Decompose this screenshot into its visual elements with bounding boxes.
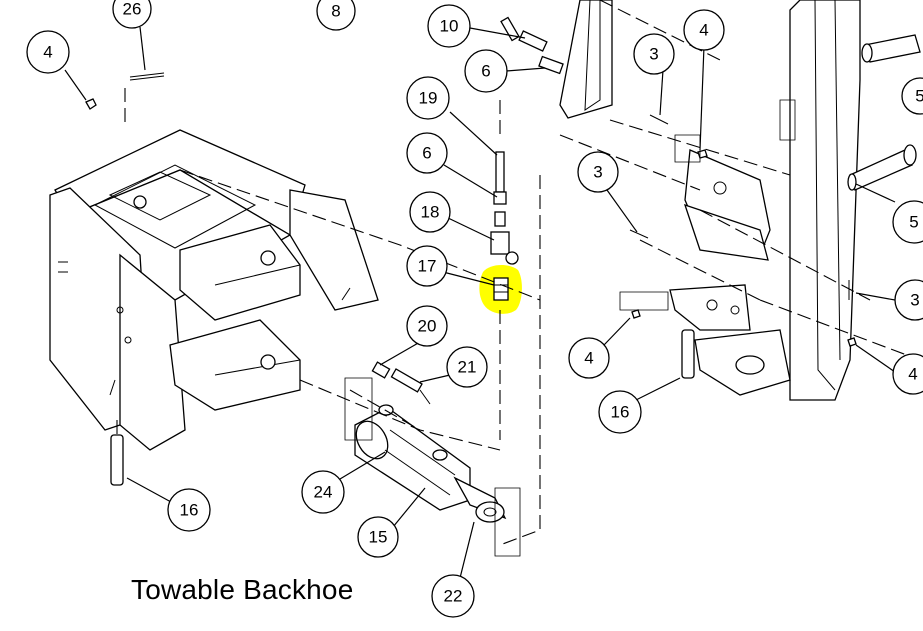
callout-label: 21 [458, 358, 477, 377]
callout-4b: 4 [683, 9, 725, 51]
callout-16a: 16 [598, 390, 642, 434]
callout-6b: 6 [406, 132, 448, 174]
callout-5b: 5 [901, 77, 923, 115]
callout-label: 16 [611, 403, 630, 422]
diagram-caption: Towable Backhoe [131, 574, 354, 605]
callout-6a: 6 [464, 49, 508, 93]
callout-label: 20 [418, 317, 437, 336]
callout-19: 19 [406, 76, 450, 120]
callout-label: 3 [593, 163, 602, 182]
callout-4d: 4 [892, 353, 923, 395]
callout-3b: 3 [577, 151, 619, 193]
callout-label: 19 [419, 89, 438, 108]
boom-swing-assembly [559, 0, 921, 401]
callout-label: 18 [421, 203, 440, 222]
callout-label: 22 [444, 587, 463, 606]
callout-21: 21 [446, 346, 488, 388]
callout-15: 15 [357, 516, 399, 558]
callout-label: 4 [908, 365, 917, 384]
callout-18: 18 [409, 191, 451, 233]
callout-label: 4 [699, 21, 708, 40]
callout-label: 15 [369, 528, 388, 547]
callout-label: 5 [915, 87, 923, 106]
callout-10: 10 [427, 4, 471, 48]
callout-label: 6 [481, 62, 490, 81]
callout-4c: 4 [568, 337, 610, 379]
callout-label: 8 [331, 2, 340, 21]
callout-label: 4 [43, 43, 52, 62]
callout-24: 24 [301, 470, 345, 514]
callout-3a: 3 [633, 33, 675, 75]
callout-16b: 16 [167, 488, 211, 532]
hitch-frame-assembly [49, 72, 379, 486]
callout-label: 3 [910, 291, 919, 310]
callout-17: 17 [406, 245, 448, 287]
callout-label: 24 [314, 483, 333, 502]
callout-label: 3 [649, 45, 658, 64]
callout-label: 4 [584, 349, 593, 368]
callout-label: 17 [418, 257, 437, 276]
callout-8: 8 [316, 0, 356, 31]
callout-22: 22 [431, 574, 475, 618]
callout-label: 5 [909, 213, 918, 232]
callout-4a: 4 [26, 30, 70, 74]
callout-3c: 3 [894, 279, 923, 321]
highlight-marker [479, 264, 522, 314]
callout-label: 26 [123, 0, 142, 19]
callout-label: 16 [180, 501, 199, 520]
hydraulic-cylinder-assembly [344, 16, 564, 557]
leader-lines [64, 26, 896, 579]
callout-label: 10 [440, 17, 459, 36]
callout-5a: 5 [892, 200, 923, 244]
callout-20: 20 [406, 305, 448, 347]
callout-label: 6 [422, 144, 431, 163]
callout-26a: 26 [112, 0, 152, 29]
